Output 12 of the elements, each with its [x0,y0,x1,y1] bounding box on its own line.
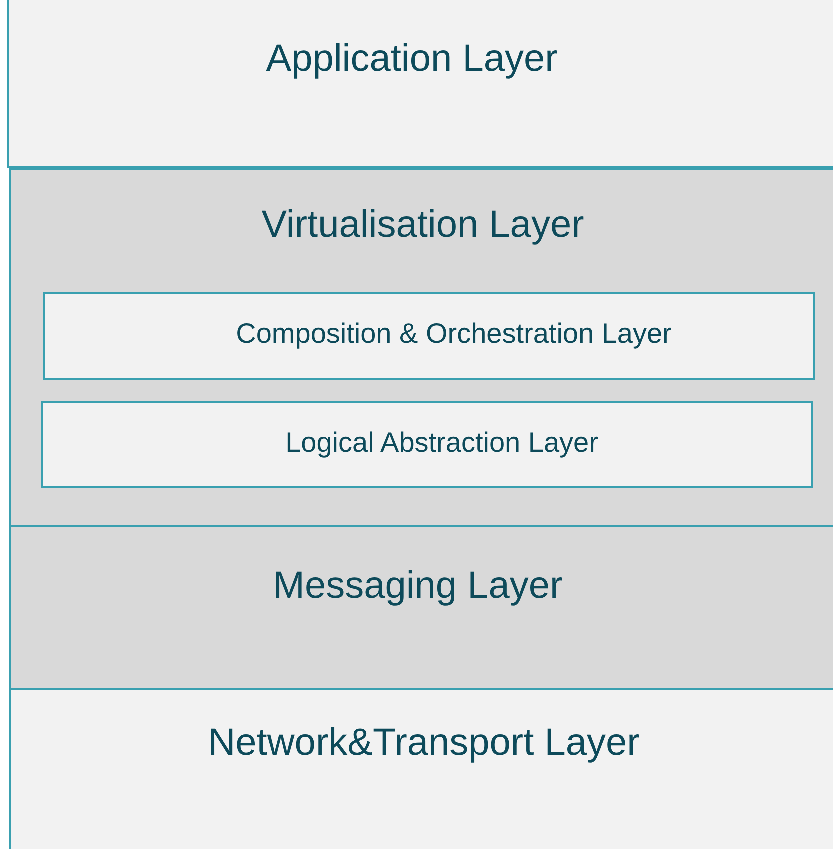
layer-label: Logical Abstraction Layer [286,427,598,459]
layer-band [7,0,833,168]
layer-band [9,525,833,690]
layer-label: Network&Transport Layer [208,722,640,765]
layer-box [41,401,813,488]
layer-label: Messaging Layer [273,565,563,608]
layer-label: Application Layer [266,38,558,81]
layer-band [9,168,833,527]
layer-label: Virtualisation Layer [262,204,584,247]
layer-label: Composition & Orchestration Layer [236,318,672,350]
layer-band [9,688,833,849]
layer-box [43,292,815,380]
